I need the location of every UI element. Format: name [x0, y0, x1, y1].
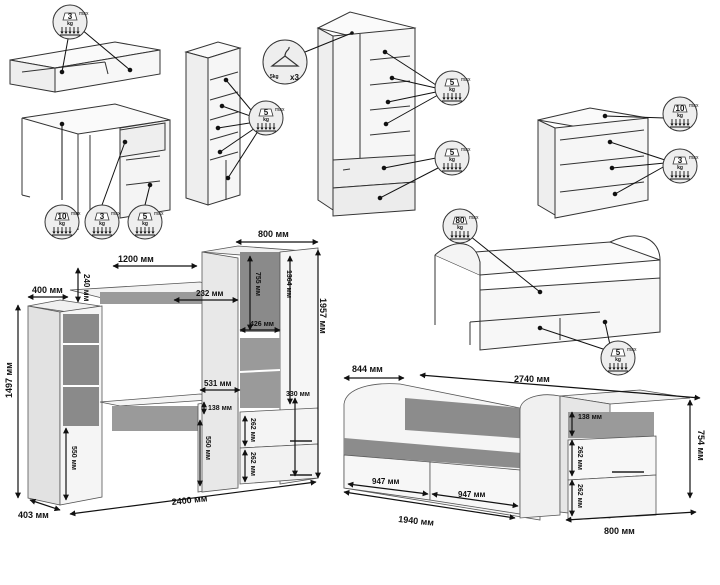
badge-kg-value: 5: [616, 348, 621, 357]
dimension-labels: 1200 мм 800 мм 400 мм 240 мм 232 мм 1497…: [4, 229, 706, 536]
dim-niche-width: 426 мм: [250, 321, 274, 328]
badge-kg-unit: kg: [457, 225, 463, 231]
dim-wall-depth: 403 мм: [18, 510, 49, 520]
badge-kg-value: 3: [68, 12, 73, 21]
dim-height-right: 1957 мм: [318, 298, 328, 334]
badge-max-label: max: [689, 103, 699, 109]
badge-kg-unit: kg: [263, 117, 269, 123]
badge-max-label: max: [689, 155, 699, 161]
dim-bookcase-door: 550 мм: [70, 446, 77, 470]
badge-kg-value: 80: [456, 216, 465, 225]
badge-max-label: max: [469, 215, 479, 221]
badge-kg-unit: kg: [449, 87, 455, 93]
badge-kg-value: 5: [450, 78, 455, 87]
wall-unit-drawing: [27, 245, 319, 506]
badge-kg-unit: kg: [59, 221, 65, 227]
bookcase-drawing: [184, 41, 242, 206]
dim-dresser-drawer-1: 262 мм: [576, 446, 583, 470]
dim-wardrobe-inner: 330 мм: [286, 391, 310, 398]
badge-max-label: max: [627, 347, 637, 353]
dim-dresser-drawer-2: 262 мм: [576, 484, 583, 508]
dim-wardrobe-upper-door: 755 мм: [254, 272, 261, 296]
hanger-count-label: x3: [290, 73, 299, 82]
badge-max-label: max: [154, 211, 164, 217]
dim-wardrobe-drawer-1: 262 мм: [249, 418, 256, 442]
dim-desk-span: 1200 мм: [118, 254, 154, 264]
badge-kg-unit: kg: [615, 357, 621, 363]
badge-kg-value: 5: [450, 148, 455, 157]
dim-dresser-height: 754 мм: [696, 430, 706, 461]
dim-wardrobe-drawer-2: 262 мм: [249, 452, 256, 476]
dim-wall-total-width: 2400 мм: [171, 493, 208, 507]
hanger-badge: 5kg x3: [262, 31, 354, 85]
badge-max-label: max: [275, 107, 285, 113]
dim-desk-drawer: 138 мм: [208, 405, 232, 412]
bed-drawing: [434, 235, 661, 351]
dim-wardrobe-full-door: 1364 мм: [285, 270, 292, 298]
dim-top-shelf: 232 мм: [196, 289, 223, 298]
badge-kg-value: 5: [143, 212, 148, 221]
dim-bookcase-width: 400 мм: [32, 285, 63, 295]
badge-kg-value: 3: [678, 156, 683, 165]
badge-kg-unit: kg: [449, 157, 455, 163]
badge-max-label: max: [461, 147, 471, 153]
badge-max-label: max: [79, 11, 89, 17]
dim-shelf-gap: 240 мм: [82, 274, 91, 301]
badge-kg-value: 3: [100, 212, 105, 221]
badge-kg-value: 10: [676, 104, 685, 113]
bed-set-drawing: [343, 383, 691, 521]
badge-kg-unit: kg: [142, 221, 148, 227]
badge-kg-value: 5: [264, 108, 269, 117]
dimension-lines: [15, 239, 701, 523]
dresser-drawing: [537, 107, 649, 219]
badge-kg-unit: kg: [99, 221, 105, 227]
hanger-weight-label: 5kg: [270, 74, 279, 80]
dim-drawer-width-1: 947 мм: [372, 477, 399, 486]
desk-drawing: [21, 103, 171, 230]
dim-dresser-width: 800 мм: [604, 526, 635, 536]
badge-leaders: [59, 23, 666, 351]
badge-max-label: max: [71, 211, 81, 217]
dim-bed-depth: 844 мм: [352, 364, 383, 374]
wardrobe-drawing: [316, 11, 417, 217]
dim-desk-leg: 550 мм: [204, 436, 211, 460]
badge-max-label: max: [111, 211, 121, 217]
badge-kg-value: 10: [58, 212, 67, 221]
badge-kg-unit: kg: [677, 113, 683, 119]
badge-max-label: max: [461, 77, 471, 83]
dim-desk-width: 531 мм: [204, 379, 231, 388]
dim-drawer-width-2: 947 мм: [458, 490, 485, 499]
badge-kg-unit: kg: [677, 165, 683, 171]
dim-dresser-top-drawer: 138 мм: [578, 414, 602, 421]
dim-overall-length: 2740 мм: [514, 374, 550, 384]
wall-shelf-drawing: [9, 41, 161, 93]
dim-height-left: 1497 мм: [4, 362, 14, 398]
dim-bed-length: 1940 мм: [398, 514, 435, 528]
badge-kg-unit: kg: [67, 21, 73, 27]
dim-wardrobe-width: 800 мм: [258, 229, 289, 239]
